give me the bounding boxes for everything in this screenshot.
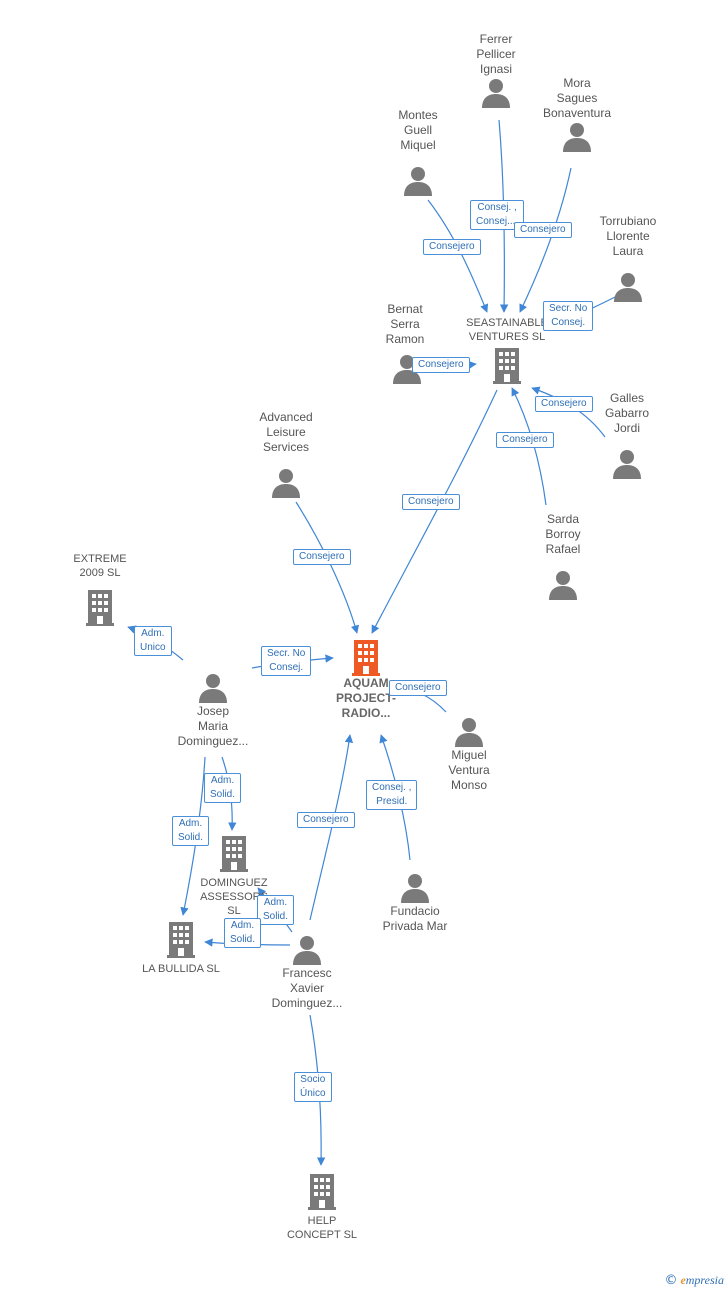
building-icon <box>220 836 248 872</box>
node-label: SEASTAINABLE VENTURES SL <box>466 317 548 343</box>
person-node-torrubiano[interactable]: Torrubiano Llorente Laura <box>588 214 668 303</box>
building-icon <box>352 640 380 676</box>
person-node-fundacio[interactable]: Fundacio Privada Mar <box>372 872 458 934</box>
person-icon <box>549 571 577 600</box>
person-node-sarda[interactable]: Sarda Borroy Rafael <box>530 512 596 601</box>
company-node-aquam[interactable]: AQUAM PROJECT- RADIO... <box>324 640 408 721</box>
node-label: Montes Guell Miquel <box>398 108 438 152</box>
node-label: Galles Gabarro Jordi <box>604 391 650 435</box>
node-label: Mora Sagues Bonaventura <box>542 76 612 120</box>
person-node-miguel[interactable]: Miguel Ventura Monso <box>434 716 504 793</box>
edge-label[interactable]: Consejero <box>412 357 470 373</box>
edge-label[interactable]: Adm. Solid. <box>257 895 295 925</box>
person-icon <box>482 79 510 108</box>
edge-label[interactable]: Secr. No Consej. <box>543 301 594 331</box>
person-icon <box>455 718 483 747</box>
node-label: AQUAM PROJECT- RADIO... <box>335 676 396 720</box>
edge-label[interactable]: Consejero <box>514 222 572 238</box>
person-icon <box>404 167 432 196</box>
person-node-advanced[interactable]: Advanced Leisure Services <box>246 410 326 499</box>
building-icon <box>493 348 521 384</box>
company-node-dominguez-assessors[interactable]: DOMINGUEZ ASSESSORS SL <box>192 836 276 918</box>
node-label: Advanced Leisure Services <box>259 410 313 454</box>
building-icon <box>86 590 114 626</box>
edge-label[interactable]: Consejero <box>293 549 351 565</box>
edge-montes-seastainable <box>427 199 489 313</box>
node-label: Fundacio Privada Mar <box>382 904 448 933</box>
person-icon <box>401 874 429 903</box>
person-icon <box>272 469 300 498</box>
node-label: LA BULLIDA SL <box>142 963 220 975</box>
node-label: HELP CONCEPT SL <box>286 1215 358 1241</box>
node-label: Ferrer Pellicer Ignasi <box>476 32 516 76</box>
edge-label[interactable]: Consejero <box>423 239 481 255</box>
node-label: Josep Maria Dominguez... <box>177 704 249 748</box>
empresia-logo: ©empresia <box>664 1273 724 1288</box>
edge-label[interactable]: Socio Único <box>294 1072 332 1102</box>
person-node-bernat[interactable]: Bernat Serra Ramon <box>370 302 440 385</box>
person-icon <box>613 450 641 479</box>
building-icon <box>308 1174 336 1210</box>
person-node-mora[interactable]: Mora Sagues Bonaventura <box>532 76 622 153</box>
person-icon <box>293 936 321 965</box>
building-icon <box>167 922 195 958</box>
node-label: EXTREME 2009 SL <box>73 553 127 579</box>
person-node-galles[interactable]: Galles Gabarro Jordi <box>594 391 660 480</box>
person-icon <box>614 273 642 302</box>
node-label: Bernat Serra Ramon <box>385 302 425 346</box>
company-node-help[interactable]: HELP CONCEPT SL <box>278 1174 366 1242</box>
edge-seastainable-aquam <box>371 389 498 634</box>
edge-label[interactable]: Consejero <box>402 494 460 510</box>
edge-label[interactable]: Consejero <box>389 680 447 696</box>
edge-label[interactable]: Consejero <box>535 396 593 412</box>
node-label: Miguel Ventura Monso <box>448 748 490 792</box>
edge-advanced-aquam <box>295 501 360 634</box>
edge-label[interactable]: Consejero <box>496 432 554 448</box>
person-icon <box>199 674 227 703</box>
person-node-francesc[interactable]: Francesc Xavier Dominguez... <box>262 934 352 1011</box>
person-icon <box>563 123 591 152</box>
node-label: Francesc Xavier Dominguez... <box>271 966 343 1010</box>
node-label: DOMINGUEZ ASSESSORS SL <box>200 877 268 917</box>
edge-label[interactable]: Adm. Unico <box>134 626 172 656</box>
person-node-ferrer[interactable]: Ferrer Pellicer Ignasi <box>456 32 536 109</box>
person-node-josep[interactable]: Josep Maria Dominguez... <box>170 672 256 749</box>
edge-label[interactable]: Consejero <box>297 812 355 828</box>
node-label: Torrubiano Llorente Laura <box>599 214 657 258</box>
company-node-seastainable[interactable]: SEASTAINABLE VENTURES SL <box>455 316 559 384</box>
edge-label[interactable]: Adm. Solid. <box>224 918 262 948</box>
edge-label[interactable]: Consej. , Presid. <box>366 780 418 810</box>
edge-label[interactable]: Adm. Solid. <box>172 816 210 846</box>
person-icon <box>393 355 421 384</box>
person-node-montes[interactable]: Montes Guell Miquel <box>380 108 456 197</box>
company-node-labullida[interactable]: LA BULLIDA SL <box>128 922 234 976</box>
node-label: Sarda Borroy Rafael <box>545 512 581 556</box>
copyright-icon: © <box>664 1273 678 1288</box>
edge-label[interactable]: Secr. No Consej. <box>261 646 312 676</box>
edge-label[interactable]: Adm. Solid. <box>204 773 242 803</box>
company-node-extreme[interactable]: EXTREME 2009 SL <box>62 552 138 626</box>
edge-mora-seastainable <box>519 167 572 313</box>
